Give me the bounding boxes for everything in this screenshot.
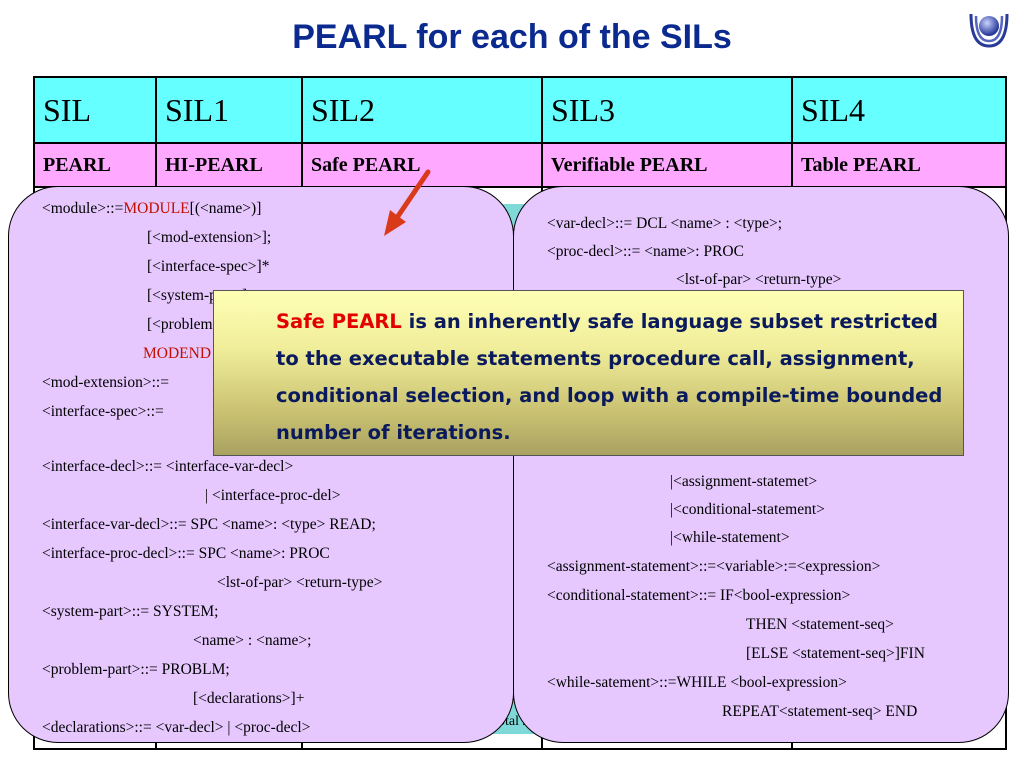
grammar-line: <conditional-statement>::= IF<bool-expre… xyxy=(547,587,851,604)
university-logo-icon xyxy=(969,13,1009,48)
table-cell: Safe PEARL xyxy=(301,142,543,188)
callout-highlight: Safe PEARL xyxy=(276,310,402,333)
grammar-line: | <interface-proc-del> xyxy=(205,487,341,504)
grammar-line: <while-satement>::=WHILE <bool-expressio… xyxy=(547,674,847,691)
sil-header-row: SIL SIL1 SIL2 SIL3 SIL4 xyxy=(33,76,1007,144)
table-cell: Table PEARL xyxy=(791,142,1007,188)
table-header-cell: SIL3 xyxy=(541,76,793,144)
grammar-line: <var-decl>::= DCL <name> : <type>; xyxy=(547,215,783,232)
grammar-line: <problem-part>::= PROBLM; xyxy=(42,661,230,678)
table-cell: Verifiable PEARL xyxy=(541,142,793,188)
callout-text: Safe PEARL is an inherently safe languag… xyxy=(276,303,966,451)
grammar-line: REPEAT<statement-seq> END xyxy=(722,703,918,720)
grammar-line: [ELSE <statement-seq>]FIN xyxy=(746,645,925,662)
grammar-line: <proc-decl>::= <name>: PROC xyxy=(547,243,744,260)
grammar-line: THEN <statement-seq> xyxy=(746,616,894,633)
grammar-line: <lst-of-par> <return-type> xyxy=(676,271,842,288)
grammar-line: [<declarations>]+ xyxy=(193,690,305,707)
grammar-line: <declarations>::= <var-decl> | <proc-dec… xyxy=(42,719,311,736)
safe-pearl-callout: Safe PEARL is an inherently safe languag… xyxy=(213,290,964,456)
grammar-line: <interface-proc-decl>::= SPC <name>: PRO… xyxy=(42,545,330,562)
callout-body: is an inherently safe language subset re… xyxy=(276,310,943,444)
grammar-line: <interface-decl>::= <interface-var-decl> xyxy=(42,458,294,475)
grammar-line: |<while-statement> xyxy=(670,529,790,546)
table-cell: HI-PEARL xyxy=(155,142,303,188)
grammar-line: <module>::=MODULE[(<name>)] xyxy=(42,200,262,217)
grammar-line: MODEND xyxy=(143,345,212,362)
table-header-cell: SIL4 xyxy=(791,76,1007,144)
grammar-line: |<assignment-statemet> xyxy=(670,473,818,490)
grammar-line: |<conditional-statement> xyxy=(670,501,825,518)
grammar-line: <interface-spec>::= xyxy=(42,403,164,420)
pointer-arrow-icon xyxy=(384,169,431,236)
grammar-line: <mod-extension>::= xyxy=(42,374,169,391)
grammar-line: [<mod-extension>]; xyxy=(147,229,272,246)
table-header-cell: SIL1 xyxy=(155,76,303,144)
table-cell: PEARL xyxy=(33,142,157,188)
table-header-cell: SIL2 xyxy=(301,76,543,144)
grammar-line: [<interface-spec>]* xyxy=(147,258,270,275)
grammar-line: <system-part>::= SYSTEM; xyxy=(42,603,219,620)
table-header-cell: SIL xyxy=(33,76,157,144)
grammar-line: <name> : <name>; xyxy=(193,632,312,649)
grammar-line: <assignment-statement>::=<variable>:=<ex… xyxy=(547,558,881,575)
grammar-line: <interface-var-decl>::= SPC <name>: <typ… xyxy=(42,516,376,533)
right-grammar-bubble xyxy=(513,186,1009,743)
slide-title: PEARL for each of the SILs xyxy=(292,18,732,56)
grammar-line: <lst-of-par> <return-type> xyxy=(217,574,383,591)
pearl-row: PEARL HI-PEARL Safe PEARL Verifiable PEA… xyxy=(33,142,1007,188)
